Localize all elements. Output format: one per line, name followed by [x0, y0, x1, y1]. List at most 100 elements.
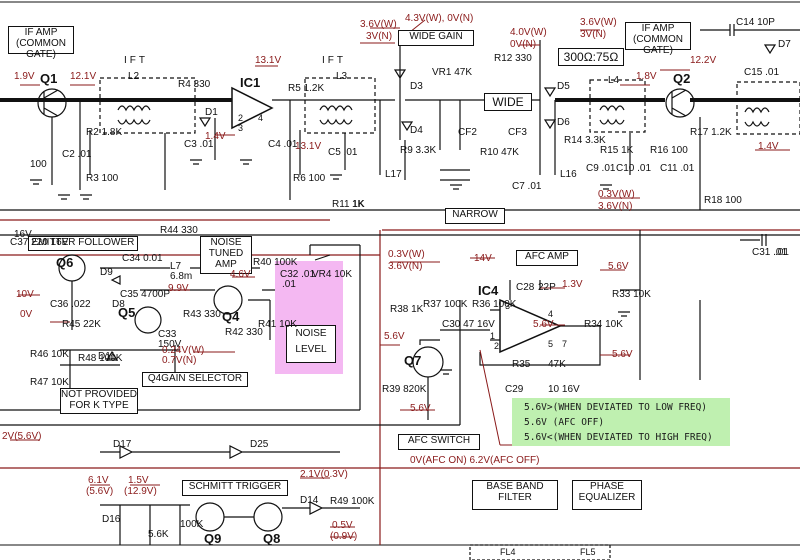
c36-label: C36 .022 [50, 299, 91, 310]
c4-label: C4 .01 [268, 139, 298, 150]
d6-label: D6 [557, 117, 570, 128]
if-amp-left-block: IF AMP (COMMON GATE) [8, 26, 74, 60]
r-5-6k-label: 5.6K [148, 529, 169, 540]
d8-label: D8 [112, 299, 125, 310]
voltage-1-5: 1.5V [128, 475, 149, 486]
emitter-follower-block: EMITTER FOLLOWER [28, 236, 138, 251]
d25-label: D25 [250, 439, 269, 450]
afc-note-high: 5.6V<(WHEN DEVIATED TO HIGH FREQ) [524, 432, 713, 443]
ic1-pin-3: 3 [238, 123, 244, 133]
afc-amp-label: AFC AMP [525, 251, 569, 262]
voltage-0-24: 0.24V(W) [162, 345, 205, 356]
l7-value: 6.8m [170, 271, 193, 282]
afc-notes-highlight [512, 398, 730, 446]
r12-label: R12 330 [494, 53, 532, 64]
voltage-2-1: 2.1V(0.3V) [300, 469, 348, 480]
voltage-13-1: 13.1V [255, 55, 282, 66]
ic4-pin-4: 4 [548, 309, 554, 319]
c32-label: C32 .01 [280, 269, 316, 280]
r6-label: R6 100 [293, 173, 326, 184]
c14-label: C14 10P [736, 17, 775, 28]
voltage-0-3w-2: 0.3V(W) [388, 249, 425, 260]
l3-label: L3 [336, 71, 348, 82]
narrow-label: NARROW [452, 209, 498, 220]
r44-label: R44 330 [160, 225, 198, 236]
phase-equalizer-label-2: EQUALIZER [578, 492, 636, 503]
noise-level-block: NOISE LEVEL [286, 325, 336, 363]
r11-label: R11 1K [332, 199, 365, 210]
voltage-1-8: 1.8V [636, 71, 657, 82]
r-100-label: 100 [30, 159, 47, 170]
voltage-0-7: 0.7V(N) [162, 355, 197, 366]
voltage-2v-5-6: 2V(5.6V) [2, 431, 42, 442]
cf2-label: CF2 [458, 127, 477, 138]
schmitt-trigger-block: SCHMITT TRIGGER [182, 480, 288, 496]
voltage-12-2: 12.2V [690, 55, 717, 66]
r37-label: R37 100K [423, 299, 468, 310]
voltage-3-6n-2: 3.6V(N) [388, 261, 423, 272]
cf3-label: CF3 [508, 127, 527, 138]
wide-gain-label: WIDE GAIN [409, 31, 463, 42]
q4-label: Q4 [222, 309, 240, 324]
ic1-label: IC1 [240, 75, 261, 90]
ic4-pin-3: 3 [505, 301, 511, 311]
vr4-label: VR4 10K [312, 269, 353, 280]
voltage-5-6-e: 5.6V [410, 403, 431, 414]
voltage-3-6w-2: 3.6V(W) [580, 17, 617, 28]
voltage-4-6: 4.6V [230, 269, 251, 280]
r35-value: 47K [548, 359, 566, 370]
d3-label: D3 [410, 81, 423, 92]
r10-label: R10 47K [480, 147, 519, 158]
r49-label: R49 100K [330, 496, 375, 507]
wide-gain-block: WIDE GAIN [398, 30, 474, 46]
c33-value: 150V [158, 339, 182, 350]
voltage-0-3w: 0.3V(W) [598, 189, 635, 200]
voltage-3-6n: 3.6V(N) [598, 201, 633, 212]
q6-label: Q6 [56, 255, 74, 270]
if-amp-right-title: IF AMP [641, 23, 675, 34]
voltage-0-9: (0.9V) [330, 531, 358, 542]
r5-label: R5 1.2K [288, 83, 325, 94]
not-provided-block: NOT PROVIDED FOR K TYPE [60, 388, 138, 414]
ic1-pin-4: 4 [258, 113, 264, 123]
r40-label: R40 100K [253, 257, 298, 268]
not-provided-label-2: FOR K TYPE [69, 400, 129, 411]
r47-label: R47 10K [30, 377, 69, 388]
afc-switch-block: AFC SWITCH [398, 434, 480, 450]
d1-label: D1 [205, 107, 218, 118]
voltage-16v: 16V [14, 229, 32, 240]
q1-label: Q1 [40, 71, 58, 86]
q4-gain-selector-block: Q4GAIN SELECTOR [142, 372, 248, 387]
ic4-pin-7: 7 [562, 339, 568, 349]
c33-label: C33 [158, 329, 177, 340]
q2-label: Q2 [673, 71, 691, 86]
afc-switch-label: AFC SWITCH [407, 435, 471, 446]
voltage-1-3: 1.3V [562, 279, 583, 290]
if-amp-right-sub: (COMMON GATE) [633, 34, 683, 56]
base-band-filter-label: BASE BAND [486, 481, 544, 492]
voltage-0-5: 0.5V [332, 520, 353, 531]
fl5-label: FL5 [580, 547, 596, 557]
voltage-0vn: 0V(N) [510, 39, 537, 50]
not-provided-label: NOT PROVIDED [61, 389, 137, 400]
c29-value: 10 16V [548, 384, 580, 395]
voltage-afc-state: 0V(AFC ON) 6.2V(AFC OFF) [410, 455, 540, 466]
impedance-block: 300Ω:75Ω [558, 48, 624, 66]
vr1-label: VR1 47K [432, 67, 473, 78]
d11-label: D11 [98, 351, 116, 362]
c28-value: 22P [538, 282, 556, 293]
impedance-label: 300Ω:75Ω [563, 50, 619, 64]
l16-label: L16 [560, 169, 577, 180]
noise-level-label-2: LEVEL [295, 344, 327, 355]
ic4-pin-2: 2 [494, 341, 500, 351]
r42-label: R42 330 [225, 327, 263, 338]
d16-label: D16 [102, 514, 121, 525]
l17-label: L17 [385, 169, 402, 180]
r48-label: R48 100K [78, 353, 123, 364]
noise-tuned-label-2: TUNED [208, 248, 244, 259]
emitter-follower-label: EMITTER FOLLOWER [31, 237, 135, 248]
voltage-1-9: 1.9V [14, 71, 35, 82]
c34-label: C34 0.01 [122, 253, 163, 264]
c32-value: .01 [282, 279, 296, 290]
c15-label: C15 .01 [744, 67, 780, 78]
